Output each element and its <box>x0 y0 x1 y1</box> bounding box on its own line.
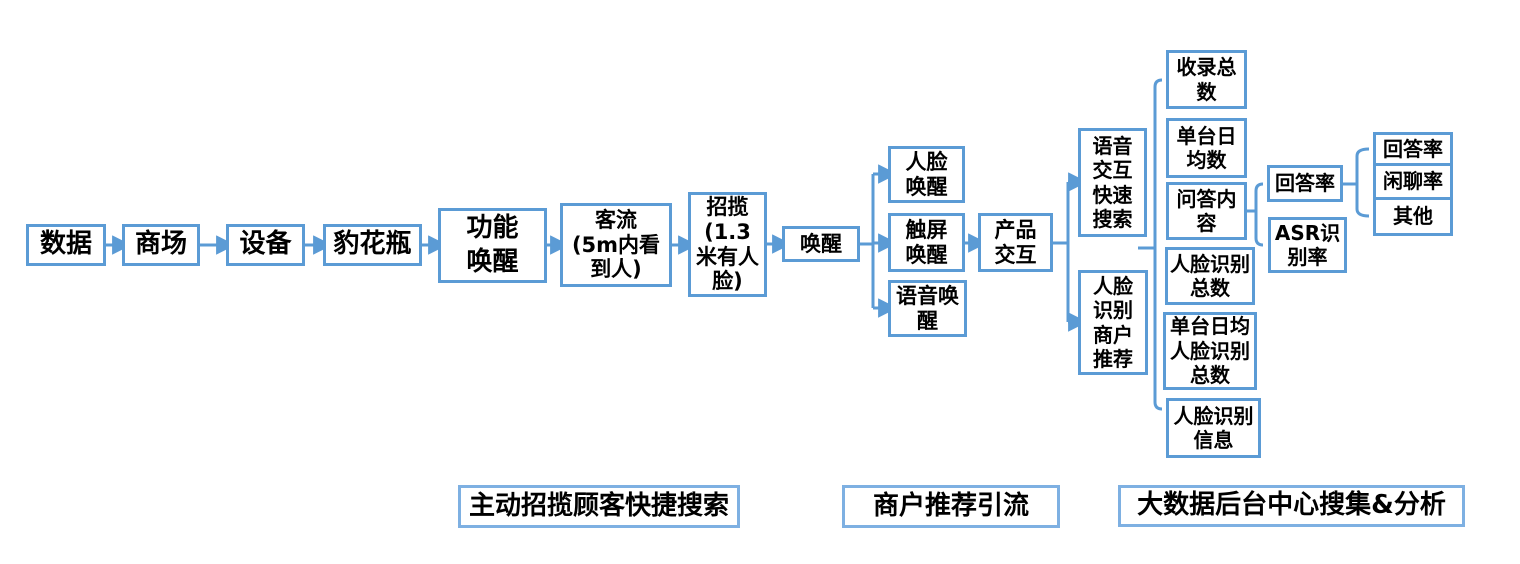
node-dantai-rijun-renlian-zongshu: 单台日均 人脸识别 总数 <box>1163 312 1257 390</box>
node-shoulu-zongshu: 收录总 数 <box>1166 50 1247 109</box>
node-shangchang: 商场 <box>122 224 200 266</box>
section-label-dashuju-houtai: 大数据后台中心搜集&分析 <box>1118 485 1465 527</box>
node-gongneng-huanxing: 功能 唤醒 <box>438 208 547 283</box>
node-chuping-huanxing: 触屏 唤醒 <box>888 213 965 272</box>
section-label-zhudong-zhaolan: 主动招揽顾客快捷搜索 <box>458 485 740 528</box>
bracket-chanpin <box>1053 182 1070 322</box>
node-chanpin-jiaohu: 产品 交互 <box>978 213 1053 272</box>
node-shebei: 设备 <box>226 224 305 266</box>
node-dantai-rijunshu: 单台日 均数 <box>1166 118 1247 178</box>
brace-wenda-group <box>1247 182 1264 247</box>
node-xianliaolv: 闲聊率 <box>1373 163 1453 200</box>
brace-metrics-group <box>1138 78 1163 411</box>
node-qita: 其他 <box>1373 197 1453 236</box>
node-asr-shibielv: ASR识 别率 <box>1268 217 1347 273</box>
section-label-shanghu-tuijian: 商户推荐引流 <box>842 485 1060 528</box>
node-renlian-shibie-tuijian: 人脸 识别 商户 推荐 <box>1078 270 1148 375</box>
node-renlian-shibie-zongshu: 人脸识别 总数 <box>1165 247 1255 305</box>
node-yuyin-jiaohu-sousuo: 语音 交互 快速 搜索 <box>1078 128 1147 237</box>
node-huidalv-2: 回答率 <box>1373 132 1453 166</box>
node-yuyin-huanxing: 语音唤 醒 <box>888 280 967 337</box>
brace-huidalv-group <box>1343 147 1370 218</box>
node-huanxing: 唤醒 <box>782 226 860 262</box>
node-wenda-neirong: 问答内 容 <box>1166 182 1247 240</box>
node-zhaolan: 招揽 (1.3 米有人 脸) <box>688 192 767 297</box>
node-shuju: 数据 <box>26 224 106 266</box>
node-renlian-shibie-xinxi: 人脸识别 信息 <box>1166 398 1261 458</box>
node-keliu: 客流 (5m内看 到人) <box>560 203 672 287</box>
node-baohuaping: 豹花瓶 <box>323 224 422 266</box>
node-renlian-huanxing: 人脸 唤醒 <box>888 146 965 203</box>
bracket-huanxing <box>860 174 875 308</box>
node-huidalv: 回答率 <box>1267 165 1343 202</box>
